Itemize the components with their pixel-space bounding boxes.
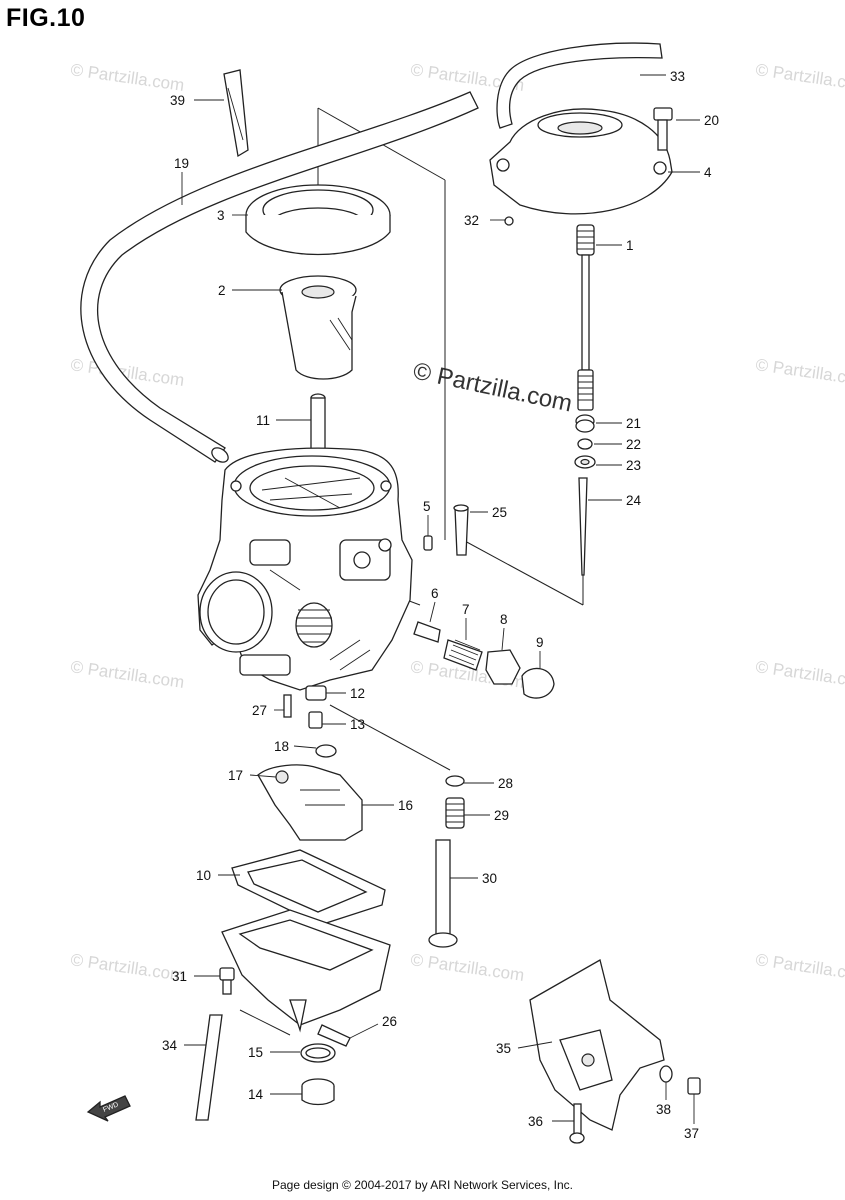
part-22-washer — [577, 438, 593, 450]
watermark: © Partzilla.com — [754, 355, 845, 390]
float-bowl — [221, 909, 391, 1033]
part-32-clip — [504, 216, 514, 226]
callout-32: 32 — [464, 213, 479, 228]
part-14-plug — [301, 1078, 335, 1106]
callout-23: 23 — [626, 458, 641, 473]
callout-1: 1 — [626, 238, 634, 253]
part-16-float — [257, 764, 363, 841]
part-38-washer — [659, 1065, 673, 1083]
figure-title: FIG.10 — [6, 4, 86, 32]
watermark: © Partzilla.com — [754, 60, 845, 95]
watermark-main: © Partzilla.com — [411, 357, 575, 417]
part-18-o-ring — [315, 744, 337, 758]
part-20-screw — [653, 107, 673, 151]
callout-9: 9 — [536, 635, 544, 650]
watermark: © Partzilla.com — [754, 950, 845, 985]
callout-26: 26 — [382, 1014, 397, 1029]
callout-25: 25 — [492, 505, 507, 520]
part-23-spacer — [574, 455, 596, 469]
watermark: © Partzilla.com — [69, 60, 185, 95]
part-34-drain-hose — [195, 1014, 223, 1121]
callout-29: 29 — [494, 808, 509, 823]
part-6-nut — [413, 621, 441, 643]
callout-27: 27 — [252, 703, 267, 718]
callout-19: 19 — [174, 156, 189, 171]
watermark: © Partzilla.com — [409, 950, 525, 985]
part-29-spring — [445, 797, 465, 829]
part-7-spring — [443, 639, 483, 671]
callout-24: 24 — [626, 493, 642, 508]
part-28-washer — [445, 775, 465, 787]
callout-33: 33 — [670, 69, 685, 84]
part-37-bolt — [687, 1077, 701, 1095]
carburetor-body — [197, 447, 413, 691]
part-21-ring — [575, 414, 595, 433]
callout-18: 18 — [274, 739, 289, 754]
part-26-drain-screw — [317, 1024, 351, 1047]
part-8-plunger — [485, 649, 521, 685]
part-9-cap — [521, 667, 555, 699]
part-36-screw — [569, 1103, 585, 1144]
callout-37: 37 — [684, 1126, 699, 1141]
callout-31: 31 — [172, 969, 187, 984]
part-13-main-jet — [308, 711, 323, 729]
callout-20: 20 — [704, 113, 719, 128]
part-10-gasket — [231, 849, 386, 926]
callout-4: 4 — [704, 165, 712, 180]
callout-28: 28 — [498, 776, 513, 791]
part-35-bracket — [529, 959, 665, 1131]
watermark: © Partzilla.com — [69, 657, 185, 692]
callout-21: 21 — [626, 416, 641, 431]
callout-12: 12 — [350, 686, 365, 701]
callout-30: 30 — [482, 871, 497, 886]
forward-arrow-icon: FWD — [86, 1095, 131, 1122]
part-25-sleeve — [453, 504, 469, 556]
callout-8: 8 — [500, 612, 508, 627]
leader-lines — [181, 74, 700, 1124]
part-4-top-cap — [489, 108, 673, 215]
callout-7: 7 — [462, 602, 470, 617]
part-30-screw — [428, 839, 458, 948]
callout-38: 38 — [656, 1102, 671, 1117]
part-39-clip — [223, 69, 249, 158]
watermark: © Partzilla.com — [69, 950, 185, 985]
part-33-vent-hose — [496, 42, 663, 129]
callout-13: 13 — [350, 717, 365, 732]
page-footer: Page design © 2004-2017 by ARI Network S… — [271, 1178, 573, 1192]
callout-6: 6 — [431, 586, 439, 601]
part-3-diaphragm — [245, 184, 391, 256]
callout-3: 3 — [217, 208, 225, 223]
part-1-jet-needle — [576, 224, 595, 411]
callout-34: 34 — [162, 1038, 178, 1053]
callout-2: 2 — [218, 283, 226, 298]
callout-15: 15 — [248, 1045, 263, 1060]
part-2-piston — [279, 275, 357, 380]
part-24-needle — [578, 477, 588, 576]
part-19-hose — [80, 91, 479, 463]
part-12-jet — [305, 685, 327, 701]
callout-22: 22 — [626, 437, 641, 452]
callout-36: 36 — [528, 1114, 543, 1129]
part-31-screw — [219, 967, 235, 995]
callout-39: 39 — [170, 93, 185, 108]
callout-5: 5 — [423, 499, 431, 514]
callout-16: 16 — [398, 798, 413, 813]
part-15-o-ring — [300, 1043, 336, 1063]
callout-labels: 39 19 3 2 33 20 4 32 1 21 22 23 24 11 5 … — [162, 69, 719, 1141]
watermark: © Partzilla.com — [754, 657, 845, 692]
callout-14: 14 — [248, 1087, 264, 1102]
callout-17: 17 — [228, 768, 243, 783]
callout-35: 35 — [496, 1041, 511, 1056]
part-5-screw — [423, 535, 433, 551]
part-27-pilot-jet — [283, 694, 292, 718]
callout-10: 10 — [196, 868, 211, 883]
callout-11: 11 — [256, 413, 270, 428]
